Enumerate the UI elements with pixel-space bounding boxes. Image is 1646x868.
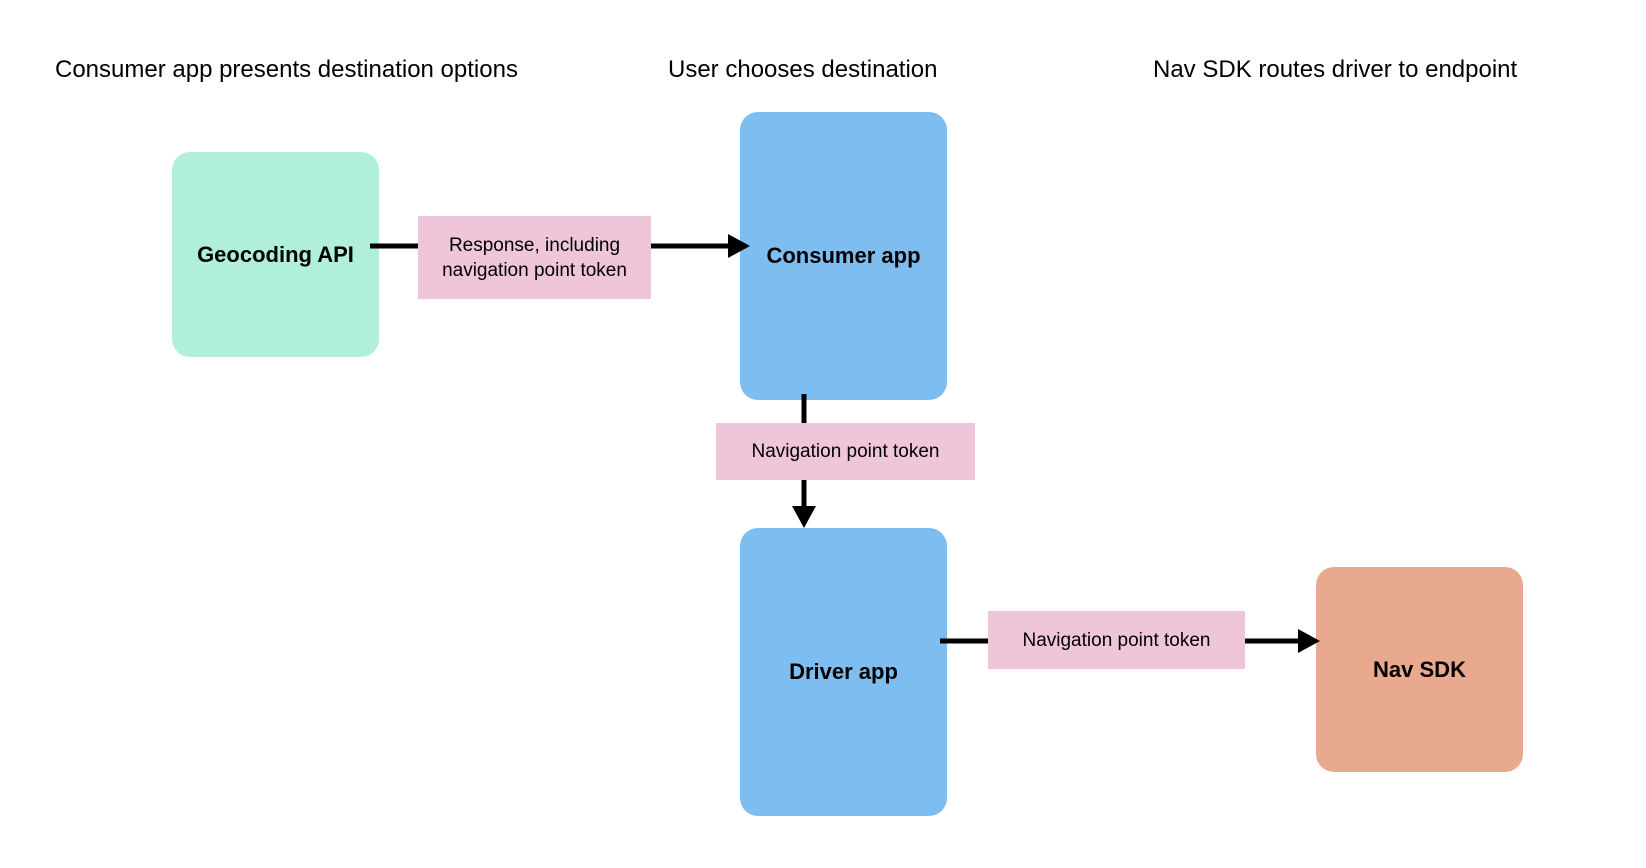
node-driver-app-label: Driver app [789,659,898,684]
edge-label-response-navigation-point-token: Response, including navigation point tok… [418,216,651,299]
column-header-user-chooses-destination: User chooses destination [668,56,938,83]
node-driver-app[interactable]: Driver app [740,528,947,816]
node-consumer-app-label: Consumer app [766,243,921,268]
column-header-nav-sdk-routes-driver: Nav SDK routes driver to endpoint [1153,56,1518,83]
edge-label-navigation-point-token-consumer-driver: Navigation point token [716,423,975,480]
node-nav-sdk[interactable]: Nav SDK [1316,567,1523,772]
edge-label-navigation-point-token-driver-navsdk: Navigation point token [988,611,1245,669]
node-geocoding-api-label: Geocoding API [197,241,354,267]
column-header-consumer-app-presents: Consumer app presents destination option… [55,56,518,83]
node-consumer-app[interactable]: Consumer app [740,112,947,400]
node-nav-sdk-label: Nav SDK [1373,656,1466,682]
node-geocoding-api[interactable]: Geocoding API [172,152,379,357]
